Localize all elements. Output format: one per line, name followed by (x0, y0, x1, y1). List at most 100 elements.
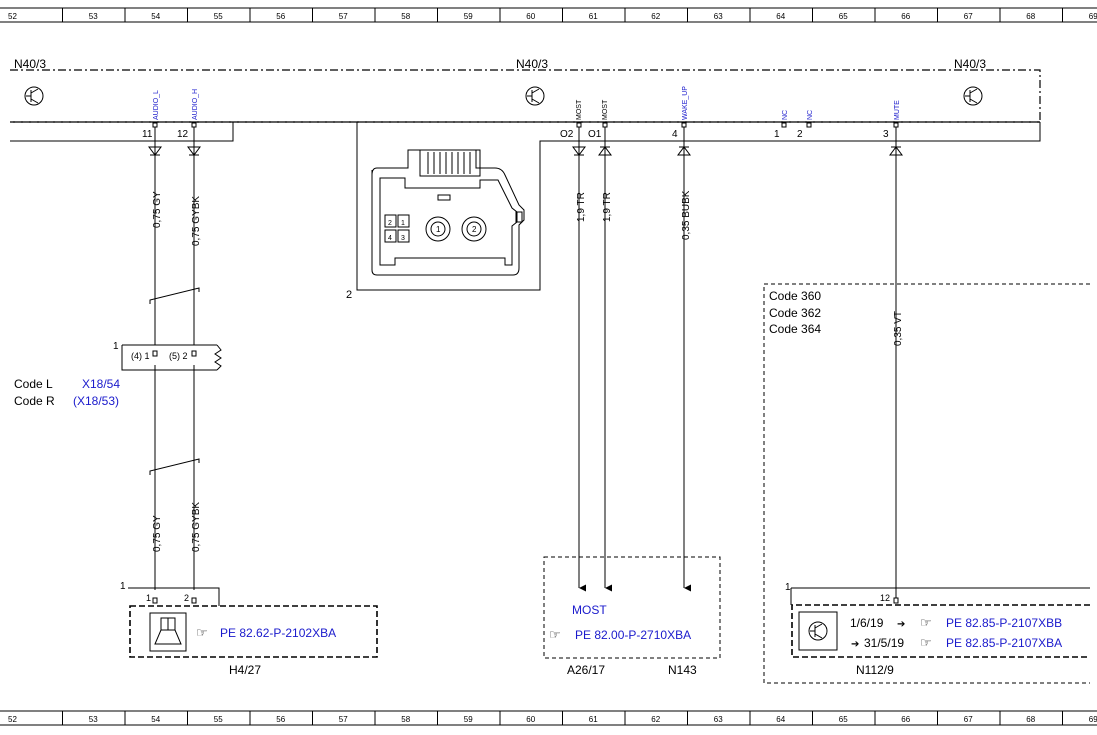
n112-date-from: 1/6/19 (850, 616, 884, 630)
pin-1: 1 (774, 129, 780, 140)
grid-number-bottom: 64 (776, 715, 785, 724)
connector-housing-mid (356, 122, 1041, 291)
module-label-right: N40/3 (954, 57, 986, 71)
pin-o2: O2 (560, 129, 574, 140)
most-pointer-icon: ☞ (549, 627, 561, 642)
pin-4: 4 (672, 129, 678, 140)
grid-number-top: 57 (339, 12, 348, 21)
pin-o1: O1 (588, 129, 602, 140)
signal-audio-h: AUDIO_H (192, 89, 199, 120)
signal-wake-up: WAKE_UP (682, 86, 689, 120)
grid-number-bottom: 58 (401, 715, 410, 724)
grid-number-bottom: 67 (964, 715, 973, 724)
grid-number-bottom: 54 (151, 715, 160, 724)
wire-label-vt: 0,35 VT (893, 311, 904, 346)
most-name-n143: N143 (668, 663, 697, 677)
wire-label-gybk-top: 0,75 GYBK (191, 196, 202, 246)
wire-label-tr-1: 1,9 TR (576, 192, 587, 222)
module-label-left: N40/3 (14, 57, 46, 71)
n112-9-component (790, 587, 1090, 658)
signal-nc-2: NC (807, 110, 814, 120)
grid-number-top: 68 (1026, 12, 1035, 21)
wire-label-gy-bottom: 0,75 GY (152, 515, 163, 552)
connector-housing-left (10, 122, 234, 142)
n112-ref-1-link[interactable]: PE 82.85-P-2107XBB (946, 616, 1062, 630)
coupling-pin-2: (5) 2 (169, 351, 188, 361)
connector-cell-3: 3 (401, 235, 405, 242)
grid-number-top: 64 (776, 12, 785, 21)
most-box (543, 556, 721, 659)
h4-name: H4/27 (229, 663, 261, 677)
grid-number-top: 56 (276, 12, 285, 21)
coupling-marker: 1 (113, 341, 119, 352)
bottom-grid-ruler (0, 710, 1097, 726)
h4-pin-2: 2 (184, 593, 189, 603)
connector-cell-2: 2 (388, 220, 392, 227)
n112-pin-12: 12 (880, 593, 890, 603)
grid-number-bottom: 56 (276, 715, 285, 724)
grid-number-top: 52 (8, 12, 17, 21)
code-l-ref: X18/54 (82, 377, 120, 391)
code-r-label: Code R (14, 394, 55, 408)
most-box-title: MOST (572, 603, 607, 617)
n112-ref-2-link[interactable]: PE 82.85-P-2107XBA (946, 636, 1062, 650)
grid-number-bottom: 55 (214, 715, 223, 724)
n112-name: N112/9 (856, 663, 894, 677)
grid-number-top: 54 (151, 12, 160, 21)
grid-number-bottom: 65 (839, 715, 848, 724)
wire-audio-h (187, 127, 201, 590)
grid-number-bottom: 69 (1089, 715, 1097, 724)
module-label-mid: N40/3 (516, 57, 548, 71)
coupling-pin-1: (4) 1 (131, 351, 150, 361)
most-ref-link[interactable]: PE 82.00-P-2710XBA (575, 628, 691, 642)
connector-cell-4: 4 (388, 235, 392, 242)
connector-face-drawing (371, 149, 525, 276)
h4-ref-link[interactable]: PE 82.62-P-2102XBA (220, 626, 336, 640)
grid-number-bottom: 68 (1026, 715, 1035, 724)
wire-most-o1 (598, 127, 612, 592)
grid-number-top: 55 (214, 12, 223, 21)
amplifier-icon (963, 86, 983, 106)
amplifier-icon (808, 621, 828, 641)
grid-number-top: 63 (714, 12, 723, 21)
signal-mute: MUTE (894, 100, 901, 120)
grid-number-top: 61 (589, 12, 598, 21)
grid-number-bottom: 53 (89, 715, 98, 724)
code-l-label: Code L (14, 377, 53, 391)
connector-round-2: 2 (472, 225, 477, 234)
wire-most-o2 (572, 127, 586, 592)
amplifier-icon (525, 86, 545, 106)
amplifier-icon (24, 86, 44, 106)
grid-number-top: 59 (464, 12, 473, 21)
wire-mute (889, 127, 903, 598)
grid-number-top: 62 (651, 12, 660, 21)
connector-label: 2 (346, 289, 352, 301)
pin-terminals (152, 122, 899, 128)
grid-number-top: 53 (89, 12, 98, 21)
pin-2: 2 (797, 129, 803, 140)
pin-11: 11 (142, 129, 153, 140)
h4-marker: 1 (120, 581, 126, 592)
signal-most-o2: MOST (576, 99, 583, 120)
wire-label-gy-top: 0,75 GY (152, 191, 163, 228)
code-364: Code 364 (769, 322, 821, 336)
grid-number-bottom: 63 (714, 715, 723, 724)
code-region (763, 283, 1090, 684)
n112-date-to: 31/5/19 (864, 636, 904, 650)
grid-number-bottom: 62 (651, 715, 660, 724)
grid-number-bottom: 59 (464, 715, 473, 724)
speaker-icon (154, 617, 182, 645)
grid-number-top: 67 (964, 12, 973, 21)
grid-number-top: 65 (839, 12, 848, 21)
wire-label-tr-2: 1,9 TR (602, 192, 613, 222)
n112-pointer-icon-1: ☞ (920, 615, 932, 630)
code-360: Code 360 (769, 289, 821, 303)
wire-label-gybk-bottom: 0,75 GYBK (191, 502, 202, 552)
grid-number-bottom: 60 (526, 715, 535, 724)
top-grid-ruler (0, 7, 1097, 23)
coupling-connector (121, 344, 222, 371)
h4-pin-1: 1 (146, 593, 151, 603)
signal-nc-1: NC (782, 110, 789, 120)
code-362: Code 362 (769, 306, 821, 320)
